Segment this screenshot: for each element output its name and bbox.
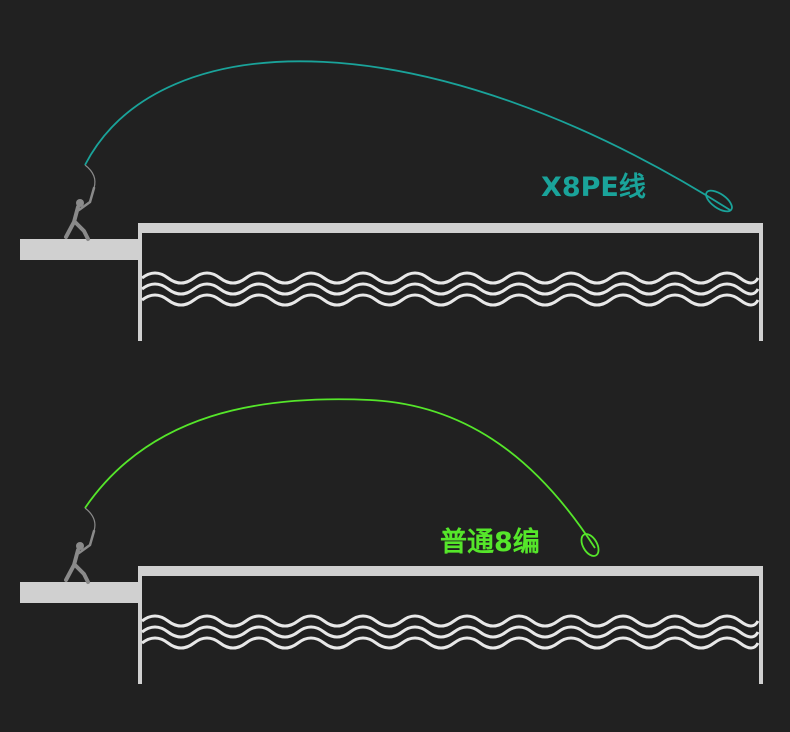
water-frame-right [759, 566, 763, 684]
water-frame-top [138, 223, 763, 233]
line-label: 普通8编 [440, 527, 540, 558]
wave-line [141, 282, 760, 296]
x8pe-diagram [20, 60, 763, 341]
water-waves [141, 614, 760, 650]
wave-line [141, 293, 760, 307]
wave-line [141, 625, 760, 639]
standard-braid-diagram [20, 398, 763, 684]
bank-ledge [20, 582, 138, 603]
water-frame-left [138, 223, 142, 341]
wave-line [141, 636, 760, 650]
fishing-line [84, 398, 596, 549]
water-frame-right [759, 223, 763, 341]
water-frame-top [138, 566, 763, 576]
bank-ledge [20, 239, 138, 260]
angler-figure [64, 164, 96, 241]
comparison-panel-standard-8-braid: 普通8编 [0, 343, 790, 709]
comparison-panel-x8pe: X8PE线 [20, 60, 763, 341]
line-loop [705, 189, 733, 213]
angler-figure [64, 507, 96, 584]
wave-line [141, 614, 760, 628]
line-label: X8PE线 [541, 172, 646, 203]
fishing-line [84, 60, 731, 211]
water-waves [141, 271, 760, 307]
line-loop [580, 533, 600, 557]
water-frame-left [138, 566, 142, 684]
wave-line [141, 271, 760, 285]
